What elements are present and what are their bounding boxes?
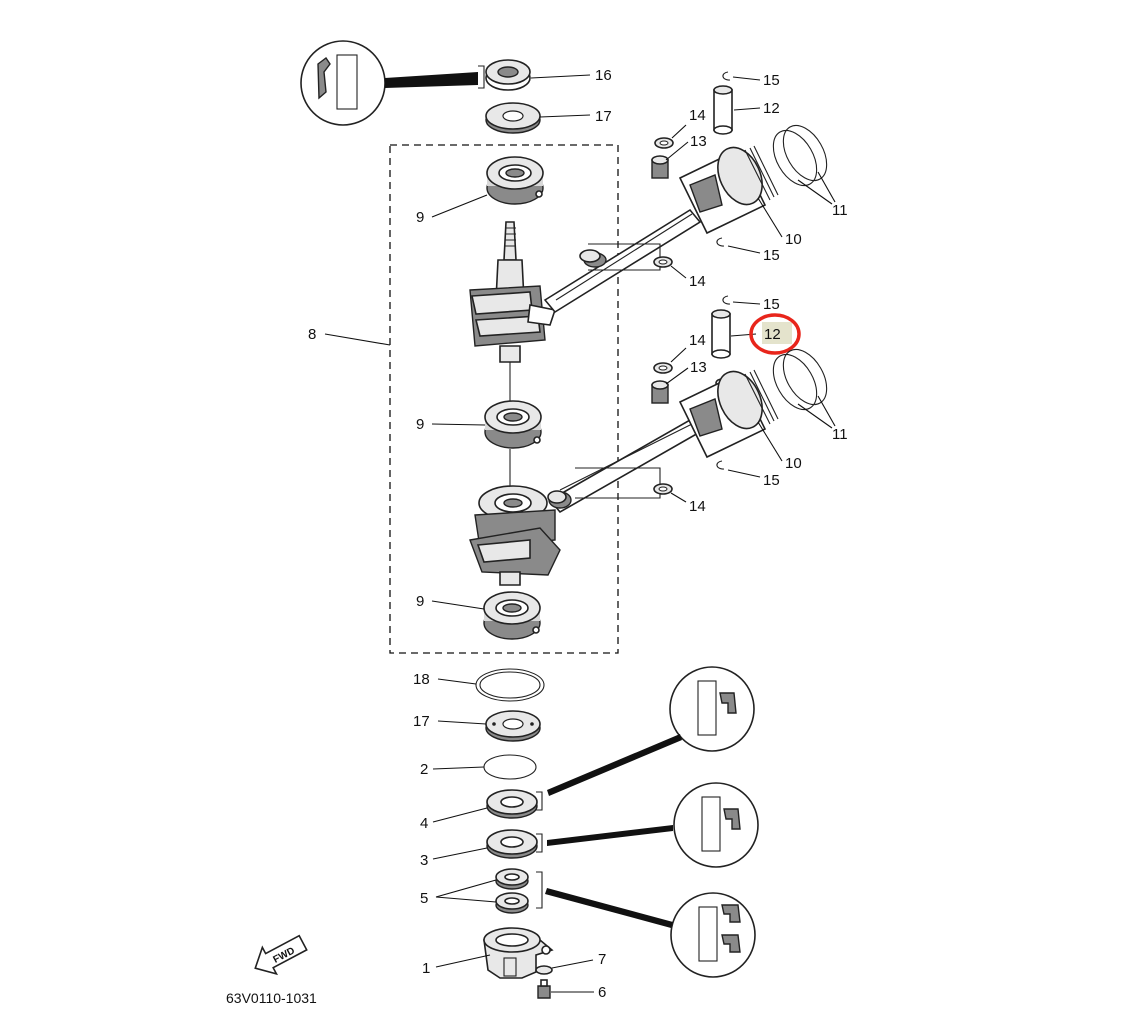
diagram-code: 63V0110-1031 bbox=[226, 990, 317, 1006]
part-9-bearing-top[interactable] bbox=[486, 156, 544, 205]
part-6-bolt[interactable] bbox=[537, 979, 551, 999]
part-13-needle-bearing-upper[interactable] bbox=[651, 155, 669, 179]
part-5-oil-seals[interactable] bbox=[495, 868, 529, 914]
part-17-plate-bottom[interactable] bbox=[485, 710, 541, 742]
seal-detail-callout-2 bbox=[547, 782, 759, 868]
part-1-housing[interactable] bbox=[483, 927, 554, 979]
part-3-oil-seal[interactable] bbox=[486, 829, 538, 859]
label-9-top[interactable]: 9 bbox=[416, 209, 424, 226]
label-11-a[interactable]: 11 bbox=[832, 202, 848, 219]
part-12-piston-pin-upper[interactable] bbox=[713, 85, 733, 135]
label-6[interactable]: 6 bbox=[598, 984, 606, 1001]
label-1[interactable]: 1 bbox=[422, 960, 430, 977]
upper-crankshaft bbox=[469, 221, 557, 363]
part-10-piston-lower[interactable] bbox=[678, 364, 779, 459]
label-12-b[interactable]: 12 bbox=[764, 326, 781, 343]
crankshaft-assembly-box bbox=[389, 144, 619, 654]
label-16[interactable]: 16 bbox=[595, 67, 612, 84]
label-9-bottom[interactable]: 9 bbox=[416, 593, 424, 610]
part-10-piston-upper[interactable] bbox=[678, 140, 779, 235]
part-7-washer[interactable] bbox=[535, 965, 553, 975]
selected-part-12-marker[interactable]: 12 bbox=[749, 313, 801, 355]
label-14-d[interactable]: 14 bbox=[689, 498, 706, 515]
label-15-c[interactable]: 15 bbox=[763, 296, 780, 313]
label-5[interactable]: 5 bbox=[420, 890, 428, 907]
part-16-oil-seal[interactable] bbox=[485, 59, 531, 91]
part-11-rings-upper[interactable] bbox=[764, 118, 835, 193]
seal-detail-callout-3 bbox=[545, 888, 756, 978]
part-15-circlip-d[interactable] bbox=[716, 460, 725, 470]
label-17-top[interactable]: 17 bbox=[595, 108, 612, 125]
label-17-bottom[interactable]: 17 bbox=[413, 713, 430, 730]
label-8[interactable]: 8 bbox=[308, 326, 316, 343]
label-4[interactable]: 4 bbox=[420, 815, 428, 832]
label-15-a[interactable]: 15 bbox=[763, 72, 780, 89]
seal-detail-callout-1 bbox=[547, 666, 755, 796]
connecting-rod-upper bbox=[543, 208, 702, 314]
label-14-a[interactable]: 14 bbox=[689, 107, 706, 124]
part-9-bearing-middle[interactable] bbox=[484, 400, 542, 449]
label-7[interactable]: 7 bbox=[598, 951, 606, 968]
label-12-a[interactable]: 12 bbox=[763, 100, 780, 117]
seal-detail-callout-top bbox=[300, 40, 485, 126]
part-17-plate-top[interactable] bbox=[485, 102, 541, 134]
part-9-bearing-bottom[interactable] bbox=[483, 591, 541, 640]
label-2[interactable]: 2 bbox=[420, 761, 428, 778]
part-15-circlip-a[interactable] bbox=[722, 71, 731, 81]
part-12-piston-pin-lower[interactable] bbox=[711, 309, 731, 359]
label-14-c[interactable]: 14 bbox=[689, 332, 706, 349]
label-15-d[interactable]: 15 bbox=[763, 472, 780, 489]
part-18-o-ring[interactable] bbox=[475, 668, 545, 702]
lower-crankshaft bbox=[469, 485, 561, 586]
label-11-b[interactable]: 11 bbox=[832, 426, 848, 443]
label-15-b[interactable]: 15 bbox=[763, 247, 780, 264]
part-13-needle-bearing-lower[interactable] bbox=[651, 380, 669, 404]
label-9-middle[interactable]: 9 bbox=[416, 416, 424, 433]
part-11-rings-lower[interactable] bbox=[764, 342, 835, 417]
part-15-circlip-c[interactable] bbox=[722, 295, 731, 305]
label-18[interactable]: 18 bbox=[413, 671, 430, 688]
part-15-circlip-b[interactable] bbox=[716, 237, 725, 247]
label-12-highlight bbox=[762, 322, 792, 344]
part-4-oil-seal[interactable] bbox=[486, 789, 538, 819]
connecting-rod-lower bbox=[547, 418, 702, 514]
label-13-a[interactable]: 13 bbox=[690, 133, 707, 150]
label-10-b[interactable]: 10 bbox=[785, 455, 802, 472]
part-2-o-ring[interactable] bbox=[483, 754, 537, 780]
label-3[interactable]: 3 bbox=[420, 852, 428, 869]
selection-circle bbox=[749, 313, 801, 355]
label-13-b[interactable]: 13 bbox=[690, 359, 707, 376]
fwd-arrow-icon: FWD bbox=[254, 934, 308, 976]
label-10-a[interactable]: 10 bbox=[785, 231, 802, 248]
label-14-b[interactable]: 14 bbox=[689, 273, 706, 290]
